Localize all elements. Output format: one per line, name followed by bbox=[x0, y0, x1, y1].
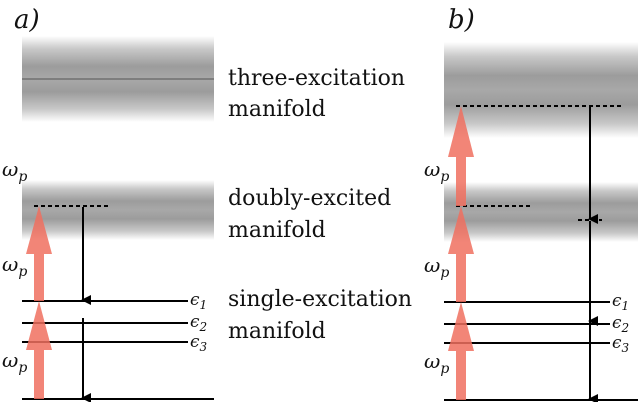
svg-text:ωp: ωp bbox=[424, 253, 449, 281]
pump-arrow-1-b bbox=[448, 302, 474, 400]
svg-text:ωp: ωp bbox=[2, 252, 27, 280]
svg-text:manifold: manifold bbox=[228, 218, 326, 243]
svg-text:ωp: ωp bbox=[2, 157, 27, 185]
svg-text:ϵ2: ϵ2 bbox=[612, 313, 629, 335]
panel-b-label: b) bbox=[448, 5, 475, 35]
pump-arrow-lower-a bbox=[26, 301, 52, 399]
three-excitation-label: three-excitation bbox=[228, 66, 405, 91]
pump-arrow-upper-a bbox=[26, 206, 52, 301]
doubly-excited-band-a bbox=[22, 180, 214, 240]
level-labels-a: ϵ1 ϵ2 ϵ3 bbox=[190, 290, 208, 354]
pump-arrow-3-b bbox=[448, 106, 474, 206]
level-labels-b: ϵ1 ϵ2 ϵ3 bbox=[612, 291, 630, 355]
manifold-labels: three-excitation manifold doubly-excited… bbox=[228, 66, 412, 344]
svg-text:ϵ2: ϵ2 bbox=[190, 312, 207, 334]
doubly-excited-label: doubly-excited bbox=[228, 186, 391, 211]
svg-text:ωp: ωp bbox=[424, 349, 449, 377]
svg-text:ϵ3: ϵ3 bbox=[190, 332, 208, 354]
doubly-excited-band-b bbox=[444, 182, 638, 242]
panel-a-label: a) bbox=[14, 5, 40, 35]
svg-text:ϵ1: ϵ1 bbox=[190, 290, 207, 312]
svg-text:ϵ1: ϵ1 bbox=[612, 291, 629, 313]
pump-arrow-2-b bbox=[448, 206, 474, 302]
svg-text:ωp: ωp bbox=[424, 157, 449, 185]
single-excitation-label: single-excitation bbox=[228, 287, 412, 312]
svg-text:manifold: manifold bbox=[228, 319, 326, 344]
svg-text:manifold: manifold bbox=[228, 97, 326, 122]
pump-labels-a: ωp ωp ωp bbox=[2, 157, 27, 376]
svg-text:ωp: ωp bbox=[2, 348, 27, 376]
pump-labels-b: ωp ωp ωp bbox=[424, 157, 449, 377]
svg-text:ϵ3: ϵ3 bbox=[612, 333, 630, 355]
three-excitation-band-b bbox=[444, 42, 638, 138]
